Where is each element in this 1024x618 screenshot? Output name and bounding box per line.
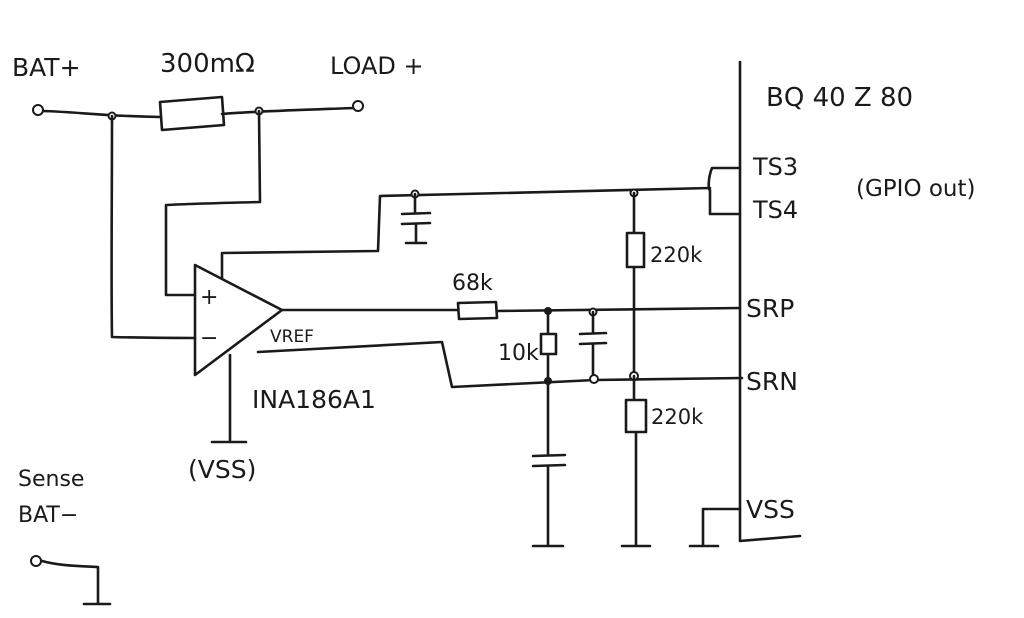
label-ts4: TS4 <box>752 196 798 224</box>
label-10k: 10k <box>498 341 539 366</box>
top-rail <box>32 100 364 121</box>
shunt-resistor <box>158 95 226 132</box>
label-68k: 68k <box>452 271 493 296</box>
label-vref: VREF <box>270 327 314 347</box>
label-srn: SRN <box>746 367 798 396</box>
wire-load-to-plus <box>164 109 262 297</box>
label-gpio: (GPIO out) <box>856 176 976 202</box>
supply-capacitor <box>400 189 432 245</box>
label-chip: BQ 40 Z 80 <box>766 83 913 113</box>
label-sense: Sense <box>18 467 84 492</box>
sense-bat-terminal <box>30 555 112 606</box>
label-amp: INA186A1 <box>252 385 376 414</box>
chip-body <box>738 60 802 543</box>
label-220k-top: 220k <box>650 243 703 267</box>
load-plus-terminal <box>352 100 364 112</box>
chip-vss-ground <box>688 507 742 548</box>
label-ts3: TS3 <box>752 153 798 181</box>
resistor-68k <box>456 300 499 321</box>
amplifier-ina186 <box>193 186 744 444</box>
label-vss-amp: (VSS) <box>188 455 256 484</box>
resistor-10k <box>539 307 558 385</box>
label-220k-bottom: 220k <box>651 405 704 429</box>
filter-capacitor <box>578 307 608 384</box>
label-shunt: 300mΩ <box>160 49 255 79</box>
bat-plus-terminal <box>32 104 44 116</box>
label-plus-input: + <box>200 285 218 310</box>
label-srp: SRP <box>746 294 794 323</box>
bottom-capacitor <box>531 379 567 548</box>
resistor-220k-column <box>620 188 652 548</box>
label-bat-minus: BAT− <box>18 503 78 528</box>
label-minus-input: − <box>200 326 218 351</box>
label-load-plus: LOAD + <box>330 52 424 80</box>
label-bat-plus: BAT+ <box>12 53 81 82</box>
label-vss-chip: VSS <box>746 495 795 524</box>
wire-srp <box>495 306 742 313</box>
wire-bat-to-minus <box>110 114 197 340</box>
ts-jumper <box>707 166 742 216</box>
